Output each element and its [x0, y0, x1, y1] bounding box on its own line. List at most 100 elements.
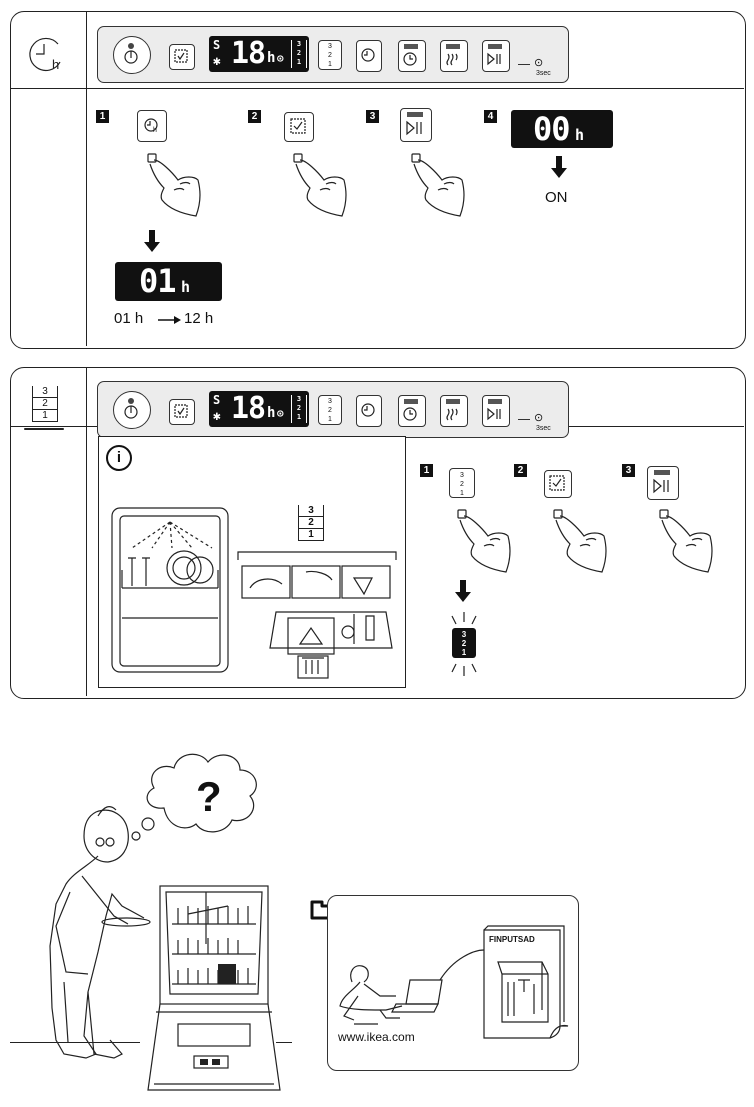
delay-range-from: 01 h: [114, 310, 144, 327]
checklist-icon: [290, 118, 306, 134]
thought-bubble-icon: [131, 753, 257, 841]
info-icon: i: [106, 445, 132, 471]
play-pause-icon: [653, 478, 669, 494]
panel-divider: [86, 12, 88, 346]
half-load-active-indicator: 3 2 1: [452, 628, 476, 658]
hold-line: [518, 64, 530, 65]
delay-clock-icon: [361, 403, 375, 417]
arrow-down-icon: [455, 580, 471, 602]
pointing-hand-icon: [147, 153, 201, 217]
confused-person-illustration: [49, 806, 151, 1059]
delay-clock-icon: h: [144, 118, 158, 134]
hold-label: 3sec: [536, 425, 551, 432]
tap-reset-icon: ⊙: [534, 412, 544, 424]
display-value: 18: [231, 36, 266, 71]
option-led: [488, 44, 502, 49]
main-display: S ✱ 18 h ⊙ 3 2 1: [209, 391, 309, 427]
step-number: 1: [96, 110, 109, 123]
tap-icon: ⊙: [277, 407, 284, 420]
svg-text:h: h: [153, 127, 157, 134]
display-hour-unit: h: [267, 50, 276, 66]
option-led: [404, 44, 418, 49]
on-label: ON: [545, 189, 568, 206]
play-pause-icon: [487, 52, 501, 66]
floor-line: [10, 1042, 140, 1044]
floor-line: [276, 1042, 292, 1044]
panel-divider: [86, 368, 88, 696]
reclining-person-with-laptop-illustration: [339, 949, 485, 1025]
website-link[interactable]: www.ikea.com: [338, 1030, 415, 1044]
arrow-right-icon: [158, 316, 181, 324]
step-number: 1: [420, 464, 433, 477]
svg-text:h: h: [52, 57, 59, 72]
pointing-hand-icon: [293, 153, 347, 217]
rinse-aid-icon: ✱: [213, 54, 221, 69]
half-load-button[interactable]: 3 2 1: [449, 468, 475, 498]
delay-range-to: 12 h: [184, 310, 214, 327]
rack-level-indicator: 3 2 1: [291, 40, 307, 68]
question-mark: ?: [196, 773, 222, 820]
step-number: 3: [366, 110, 379, 123]
play-pause-icon: [406, 120, 422, 136]
half-load-button[interactable]: 3 2 1: [318, 40, 342, 70]
step-number: 3: [622, 464, 635, 477]
half-load-button[interactable]: 3 2 1: [318, 395, 342, 425]
display-hour-unit: h: [267, 405, 276, 421]
checklist-icon: [174, 49, 188, 63]
delay-clock-icon: [361, 48, 375, 62]
option-led: [404, 399, 418, 404]
power-button[interactable]: [113, 391, 151, 429]
rinse-aid-icon: ✱: [213, 409, 221, 424]
info-card: [327, 895, 579, 1071]
option-led: [654, 470, 670, 475]
display-value: 18: [231, 391, 266, 426]
manual-booklet-illustration: [483, 925, 569, 1039]
salt-icon: S: [213, 38, 221, 52]
option-led: [446, 44, 460, 49]
detergent-dispenser-illustration: [237, 551, 397, 679]
heat-dry-icon: [446, 53, 458, 66]
step-number: 2: [248, 110, 261, 123]
main-display: S ✱ 18 h ⊙ 3 2 1: [209, 36, 309, 72]
arrow-down-icon: [144, 230, 160, 252]
pointing-hand-icon: [457, 509, 511, 573]
tap-icon: ⊙: [277, 52, 284, 65]
pointing-hand-icon: [411, 153, 465, 217]
timer-icon: [403, 52, 417, 66]
tap-reset-icon: ⊙: [534, 57, 544, 69]
rack-level-icon: 3 2 1: [298, 505, 324, 541]
timer-icon: [403, 407, 417, 421]
arrow-down-icon: [551, 156, 567, 178]
panel-divider: [11, 88, 744, 90]
step-number: 4: [484, 110, 497, 123]
half-load-icon-base: [24, 428, 64, 430]
pointing-hand-icon: [659, 509, 713, 573]
rack-level-indicator: 3 2 1: [291, 395, 307, 423]
delay-clock-icon: h: [29, 37, 61, 72]
blink-rays-icon: [451, 612, 477, 676]
power-button[interactable]: [113, 36, 151, 74]
delay-display-end: 00 h: [511, 110, 613, 148]
hold-line: [518, 419, 530, 420]
step-number: 2: [514, 464, 527, 477]
delay-button[interactable]: [356, 40, 382, 72]
delay-display-start: 01 h: [115, 262, 222, 301]
start-pause-button[interactable]: [482, 40, 510, 72]
pointing-hand-icon: [553, 509, 607, 573]
power-led-icon: [128, 43, 134, 49]
option-led: [488, 399, 502, 404]
delay-button[interactable]: [356, 395, 382, 427]
salt-icon: S: [213, 393, 221, 407]
hold-label: 3sec: [536, 70, 551, 77]
delay-button[interactable]: [137, 110, 167, 142]
option-led: [446, 399, 460, 404]
half-load-icon: 3 2 1: [32, 386, 58, 424]
checklist-icon: [549, 475, 565, 491]
open-dishwasher-illustration: [147, 885, 281, 1091]
power-icon: [124, 405, 138, 419]
play-pause-icon: [487, 407, 501, 421]
power-led-icon: [128, 398, 134, 404]
option-led: [407, 112, 423, 117]
checklist-icon: [174, 404, 188, 418]
heat-dry-icon: [446, 408, 458, 421]
